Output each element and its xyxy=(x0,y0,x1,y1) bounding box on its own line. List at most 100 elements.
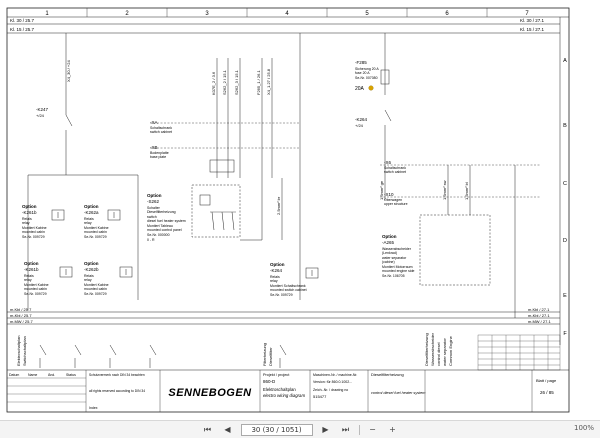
relay-k261b: Option -K261b Relais relay Montiert Kabi… xyxy=(22,204,65,239)
power-rail-kl15: Kl. 15 / 25.7 Kl. 15 / 27.1 xyxy=(7,27,560,34)
component-text: Oberwagen xyxy=(384,198,402,202)
component-text: Relais xyxy=(22,217,32,221)
component-text: Montiert Kabine xyxy=(84,283,109,287)
title-note: Schutzvermerk nach DIN 34 beachten xyxy=(89,373,145,377)
column-ruler: 1 2 3 4 5 6 7 xyxy=(45,8,529,17)
sheet-value: 26 / 85 xyxy=(540,390,554,395)
component-id: -XA xyxy=(150,120,158,125)
next-page-button[interactable]: ▶ xyxy=(322,425,329,434)
drawing-value: 515477 xyxy=(313,394,327,399)
rail-label: m.MW / 25.7 xyxy=(10,319,33,324)
component-text: Montiert Kabine xyxy=(24,283,49,287)
component-text: Relais xyxy=(84,274,94,278)
previous-page-button[interactable]: ◀ xyxy=(224,425,231,434)
component-text: Se-Nr. 009729 xyxy=(22,235,45,239)
wire-label: 2.5mm² br xyxy=(276,196,281,215)
toolbar-divider xyxy=(358,424,360,435)
note-text: Dieselfilterheizung xyxy=(424,333,429,366)
component-text: Montiert Motorraum xyxy=(382,265,413,269)
zoom-in-icon[interactable]: + xyxy=(389,425,396,434)
zoom-out-icon[interactable]: − xyxy=(369,425,376,434)
row-label: E xyxy=(563,293,567,299)
component-id: -K247 xyxy=(36,107,49,112)
reference-label: K07E_2 / 3.6 xyxy=(211,71,216,95)
connector-xb: -XB Bodenplatte base plate xyxy=(150,145,300,159)
reference-label: F265_1 / 26.1 xyxy=(256,70,261,95)
fuse-rating: 20A xyxy=(355,86,365,92)
component-id: -X6 xyxy=(384,160,392,165)
option-label: Option xyxy=(24,261,39,266)
option-label: Option xyxy=(147,193,162,198)
component-text: (Lenkrad) xyxy=(382,251,397,255)
page-number-input[interactable]: 30 (30 / 1051) xyxy=(240,423,313,436)
rail-label: m.Kbl / 25.7 xyxy=(10,307,32,312)
relay-k264: Option -K264 Relais relay Montiert Schal… xyxy=(270,262,319,297)
component-text: switch xyxy=(147,215,157,219)
component-text: mounted cabin xyxy=(22,230,45,234)
note-text: Switchschaltplan xyxy=(22,336,27,366)
note-text: Dieselfilter xyxy=(268,347,273,366)
row-label: A xyxy=(563,58,567,64)
title-block: Datum Name Änd. Status Schutzvermerk nac… xyxy=(7,369,569,412)
component-text: Se-Nr. 000000 xyxy=(147,233,170,237)
component-a265: Option -A265 Wasserabscheider (Lenkrad) … xyxy=(382,214,491,286)
component-text: mounted cabin xyxy=(84,287,107,291)
last-page-button[interactable]: ⏭ xyxy=(341,424,350,434)
component-text: Schalter xyxy=(147,206,161,210)
component-text: Relais xyxy=(24,274,34,278)
component-text: mounted switch cabinet xyxy=(270,288,307,292)
rail-label: m.MW / 27.1 xyxy=(528,319,551,324)
switch-s262: Option -S262 Schalter Dieselfilterheizun… xyxy=(147,159,263,242)
power-rail-kl30: Kl. 30 / 25.7 Kl. 30 / 27.1 xyxy=(7,18,560,25)
relay-k261b-lower: Option -K261b Relais relay Montiert Kabi… xyxy=(24,261,73,296)
component-text: Sicherung 20 A xyxy=(355,67,379,71)
component-text: relay xyxy=(24,278,32,282)
row-label: F xyxy=(563,331,567,337)
row-label: D xyxy=(563,238,567,244)
wire-label: 1.5mm² ge xyxy=(379,180,384,200)
relay-k262a: Option -K262a Relais relay Montiert Kabi… xyxy=(84,204,121,239)
component-text: relay xyxy=(270,279,278,283)
project-label: Projekt / project xyxy=(263,373,290,377)
description-de: Dieselfilterheizung xyxy=(371,372,404,377)
component-text: mounted cabin xyxy=(24,287,47,291)
plan-title-en: electro wiring diagram xyxy=(263,393,305,398)
description-en: control diesel fuel heater system xyxy=(371,391,425,395)
relay-contact-k247: -K247 +/24 xyxy=(36,107,73,175)
component-id: -F285 xyxy=(355,60,367,65)
component-sub: +/24 xyxy=(36,113,45,118)
machine-value: Version: für 860.0.1002... xyxy=(313,380,352,384)
rail-label: Kl. 30 / 25.7 xyxy=(10,18,35,23)
note-text: Elektroschaltplan xyxy=(16,336,21,366)
connector-xa: -XA Schaltschrank switch cabinet xyxy=(150,120,300,134)
component-id: -K262b xyxy=(84,267,99,272)
sennebogen-logo: SENNEBOGEN xyxy=(168,387,252,399)
column-label: 5 xyxy=(365,11,369,17)
component-text: Se-Nr. 007080 xyxy=(355,76,378,80)
first-page-button[interactable]: ⏮ xyxy=(203,424,212,434)
reference-label: X4_1.27 / 25.8 xyxy=(266,68,271,95)
component-text: mounted control panel xyxy=(147,228,182,232)
component-text: Montiert Kabine xyxy=(22,226,47,230)
rail-label: m.Kbl / 27.1 xyxy=(528,307,550,312)
component-text: Relais xyxy=(270,275,280,279)
rail-label: m-Kbl / 27.1 xyxy=(528,313,550,318)
stamp-header: Änd. xyxy=(48,373,55,377)
component-id: -K264 xyxy=(355,117,368,122)
component-text: relay xyxy=(84,221,92,225)
component-text: mounted engine side xyxy=(382,269,415,273)
component-text: diesel fuel heater system xyxy=(147,219,186,223)
component-id: -S262 xyxy=(147,199,160,204)
stamp-header: Datum xyxy=(9,373,19,377)
project-value: 860-D xyxy=(263,379,276,384)
component-text: mounted cabin xyxy=(84,230,107,234)
relay-contact-k264: -K264 +/24 xyxy=(355,109,392,165)
component-id: -K264 xyxy=(270,268,283,273)
reference-label: S262_3 / 15.1 xyxy=(234,69,239,95)
row-label: C xyxy=(563,181,567,187)
row-ruler: A B C D E F xyxy=(563,58,567,337)
schematic-sheet: 1 2 3 4 5 6 7 A B C D E F Kl. 30 / 25.7 … xyxy=(6,7,570,413)
drawing-label: Zeich.-Nr. / drawing no xyxy=(313,388,348,392)
title-note: all rights reserved according to DIN 34 xyxy=(89,389,145,393)
column-label: 3 xyxy=(205,11,209,17)
